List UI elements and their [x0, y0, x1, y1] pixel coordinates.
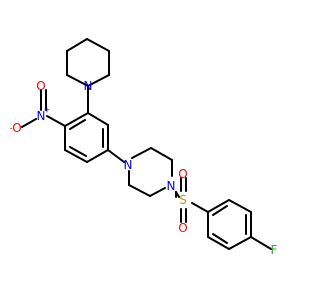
- nitro-group: [21, 89, 66, 128]
- sulfonyl-oxygens: [180, 177, 187, 223]
- fluorophenyl-ring: [207, 199, 252, 250]
- atom-n-piperazine-aryl: N: [124, 158, 133, 172]
- piperazine-ring: [128, 147, 173, 197]
- nitro-n-charge: +: [44, 106, 51, 115]
- atom-o-nitro-double: O: [36, 79, 45, 93]
- atom-f-fluoro: F: [271, 243, 278, 257]
- bond-aryl-piperazine: [107, 149, 125, 163]
- atom-n-piperazine-sulfonyl: N: [167, 179, 176, 193]
- nitrophenyl-ring: [64, 112, 109, 163]
- bond-aryl-fluorine: [250, 236, 272, 250]
- atom-s-sulfonyl: S: [179, 193, 187, 207]
- molecule-diagram: N N + O O - N N S O O F: [10, 38, 278, 257]
- atom-labels: N N + O O - N N S O O F: [10, 79, 278, 257]
- atom-o-nitro-single: O: [12, 121, 21, 135]
- atom-o-sulfonyl-bottom: O: [178, 221, 187, 235]
- atom-n-piperidine: N: [84, 79, 93, 93]
- atom-o-sulfonyl-top: O: [178, 167, 187, 181]
- atom-n-nitro: N: [37, 109, 46, 123]
- bond-sulfur-aryl: [191, 202, 209, 213]
- nitro-o-charge: -: [10, 124, 13, 133]
- piperidine-ring: [66, 38, 110, 87]
